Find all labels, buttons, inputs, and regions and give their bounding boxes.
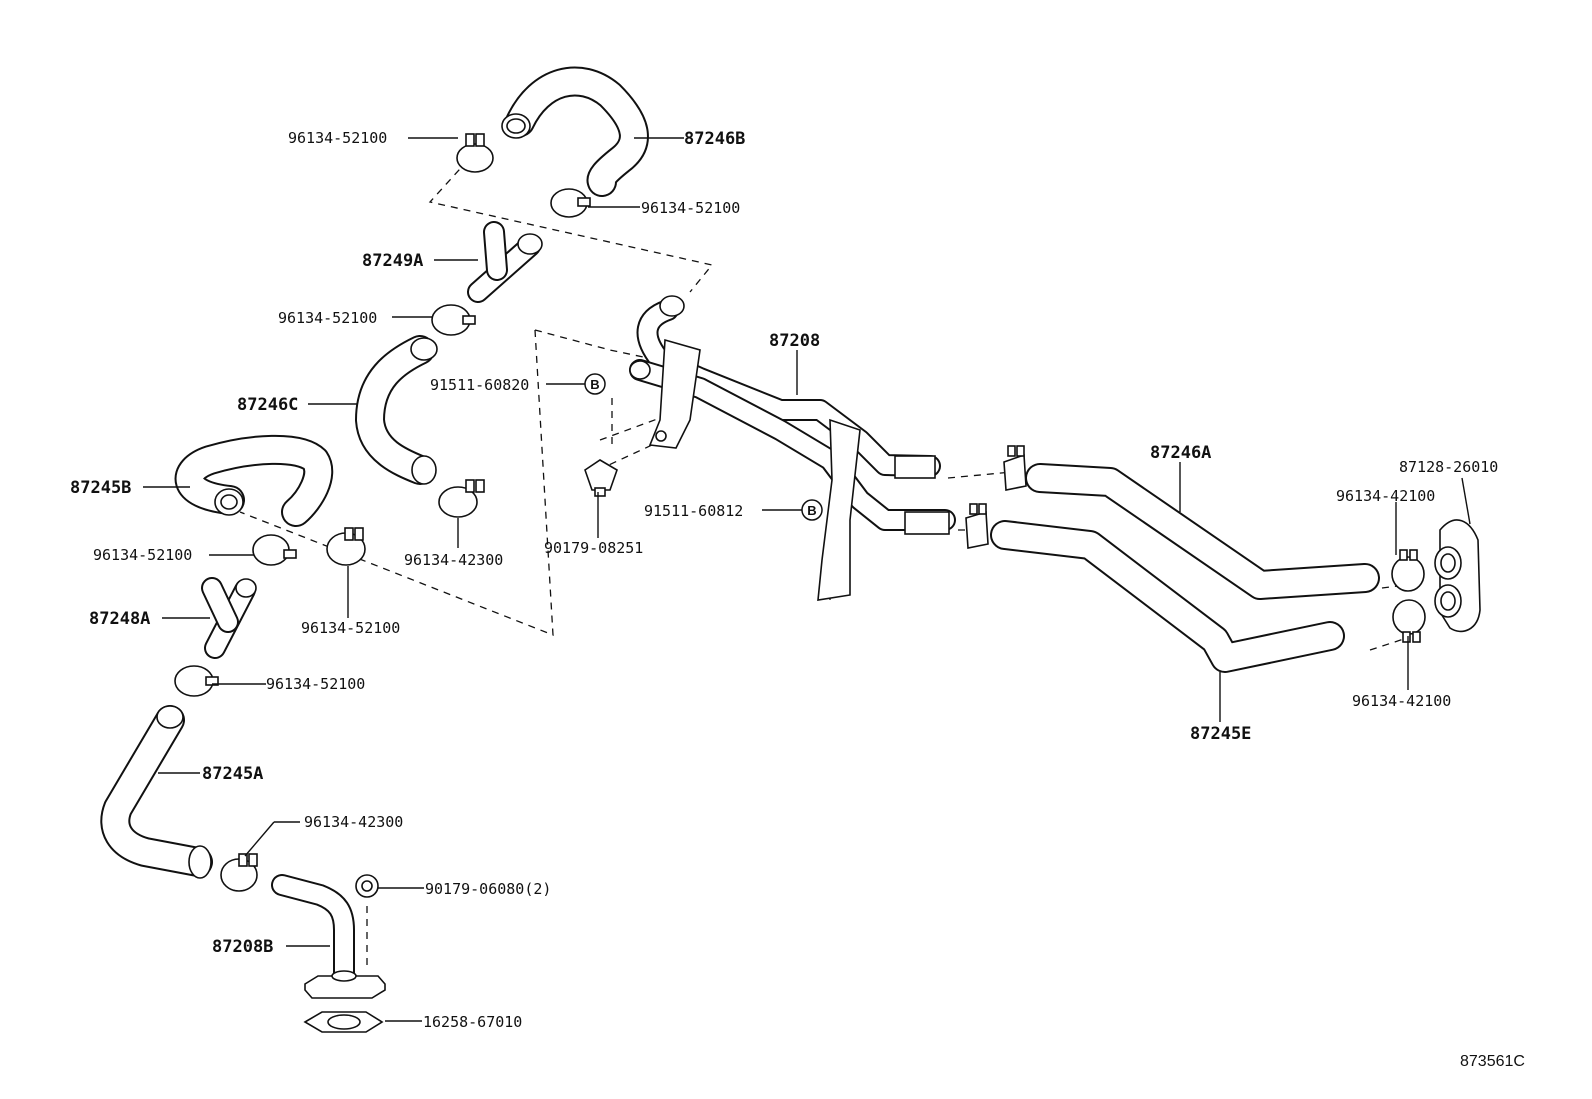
bolt-marker-icon: B (584, 373, 606, 395)
heater-flange-87128 (1434, 519, 1481, 633)
part-label: 96134-52100 (288, 129, 387, 147)
hose-87246B (501, 66, 649, 197)
pipe-87208B (271, 874, 386, 999)
part-label: 96134-52100 (278, 309, 377, 327)
hose-clamp-icon (456, 133, 494, 173)
part-label: 90179-06080(2) (425, 880, 551, 898)
hose-clamp-icon (438, 479, 485, 518)
part-label: 96134-52100 (93, 546, 192, 564)
svg-text:B: B (807, 503, 816, 518)
part-label: 87208B (212, 937, 273, 957)
part-label: 87245E (1190, 724, 1251, 744)
clip-icon (584, 459, 618, 497)
hose-clamp-icon (1392, 599, 1426, 643)
part-label: 87246B (684, 129, 745, 149)
hose-clamp-icon (431, 304, 476, 336)
gasket-icon (303, 1011, 384, 1033)
part-label: 16258-67010 (423, 1013, 522, 1031)
hose-87245E (990, 520, 1345, 673)
hose-clamp-icon (965, 503, 989, 549)
part-label: 87245A (202, 764, 263, 784)
part-label: 96134-52100 (641, 199, 740, 217)
hose-clamp-icon (252, 534, 297, 566)
hose-clamp-icon (1391, 549, 1425, 592)
part-label: 91511-60820 (430, 376, 529, 394)
hose-clamp-icon (550, 188, 591, 218)
hose-87246C (355, 335, 438, 485)
hose-87245A (100, 705, 213, 879)
part-label: 90179-08251 (544, 539, 643, 557)
part-label: 87245B (70, 478, 131, 498)
bolt-marker-icon: B (801, 499, 823, 521)
part-label: 96134-42100 (1352, 692, 1451, 710)
part-label: 87248A (89, 609, 150, 629)
hose-87246A (1025, 463, 1380, 600)
part-label: 96134-42100 (1336, 487, 1435, 505)
hose-clamp-icon (220, 853, 258, 892)
hose-clamp-icon (174, 665, 219, 697)
part-label: 96134-52100 (266, 675, 365, 693)
part-label: 96134-42300 (404, 551, 503, 569)
part-label: 87128-26010 (1399, 458, 1498, 476)
pipe-assembly-87208 (629, 295, 956, 601)
part-label: 87246C (237, 395, 298, 415)
part-label: 87208 (769, 331, 820, 351)
nut-icon (355, 874, 379, 898)
hose-87245B (174, 434, 334, 527)
t-fitting-87249A (467, 221, 543, 303)
t-fitting-87248A (201, 577, 257, 659)
part-label: 91511-60812 (644, 502, 743, 520)
hose-clamp-icon (1003, 445, 1027, 491)
part-label: 87246A (1150, 443, 1211, 463)
part-label: 87249A (362, 251, 423, 271)
part-label: 96134-52100 (301, 619, 400, 637)
diagram-reference-code: 873561C (1460, 1053, 1525, 1070)
svg-text:B: B (590, 377, 599, 392)
part-label: 96134-42300 (304, 813, 403, 831)
hose-clamp-icon (326, 527, 366, 566)
leader-lines (143, 137, 1471, 1022)
